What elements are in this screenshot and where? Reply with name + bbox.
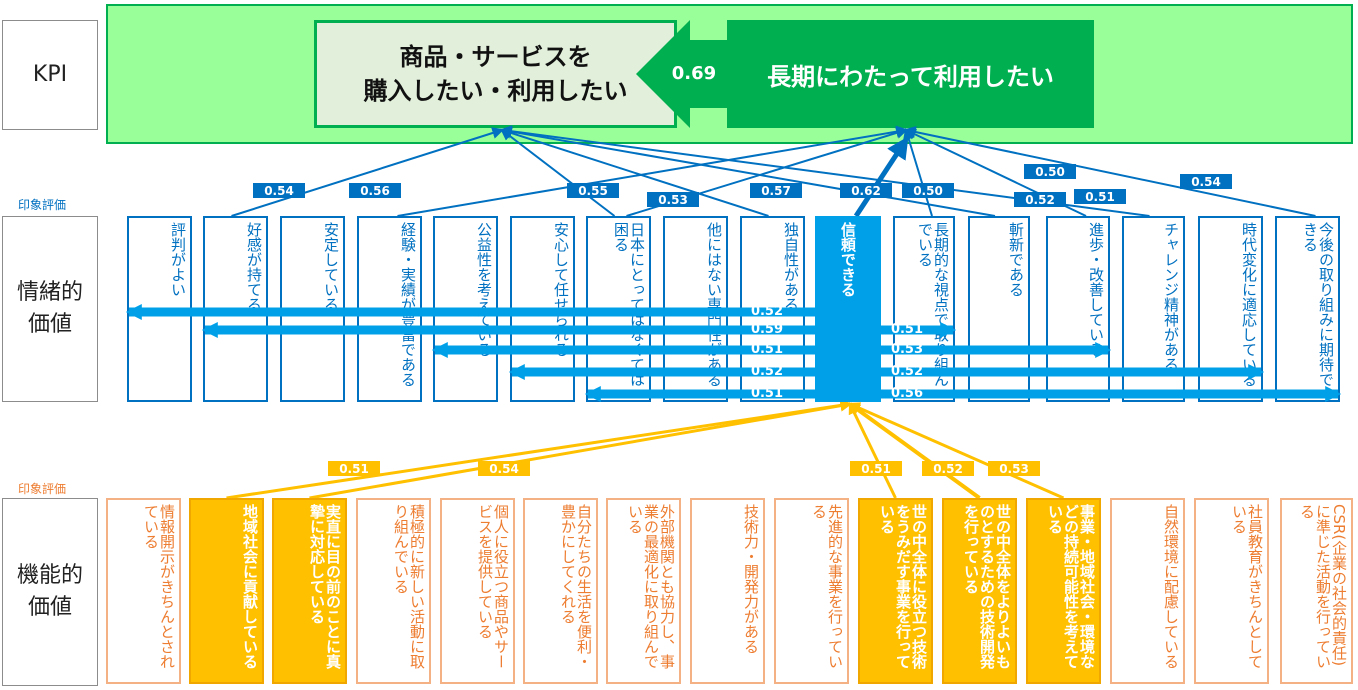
emotional-item-label: 公益性を考えている — [475, 222, 493, 357]
trust-link-value: 0.52 — [750, 363, 784, 379]
trust-link-value: 0.51 — [750, 385, 784, 401]
functional-item-label: 世の中全体に役立つ技術をうみだす事業を行っている — [878, 504, 928, 669]
trust-link-value: 0.51 — [750, 341, 784, 357]
emotional-item-label: 経験・実績が豊富である — [399, 222, 417, 387]
kpi-link-line — [499, 125, 996, 217]
functional-item: 先進的な事業を行っている — [774, 498, 849, 684]
emotional-item-label: 好感が持てる — [245, 222, 263, 312]
functional-item: 社員教育がきちんとしている — [1194, 498, 1269, 684]
trust-link-value: 0.59 — [750, 321, 784, 337]
functional-item: 情報開示がきちんとされている — [106, 498, 181, 684]
kpi-link-value: 0.56 — [349, 183, 401, 198]
trust-link-value: 0.56 — [890, 385, 924, 401]
functional-item: 世の中全体をよりよいものとするための技術開発を行っている — [942, 498, 1017, 684]
kpi-long-term-box: 長期にわたって利用したい — [727, 20, 1094, 128]
functional-link-value: 0.53 — [988, 461, 1040, 476]
kpi-link-value: 0.55 — [567, 183, 619, 198]
kpi-link-value: 0.54 — [1180, 174, 1232, 189]
trust-link-value: 0.53 — [890, 341, 924, 357]
functional-link-value: 0.51 — [850, 461, 902, 476]
emotional-item-label: 進歩・改善している — [1087, 222, 1105, 357]
impression-label-emotional: 印象評価 — [18, 198, 67, 212]
functional-item-label: 事業・地域社会・環境などの持続可能性を考えている — [1046, 504, 1096, 669]
kpi-link-value: 0.62 — [840, 183, 892, 198]
emotional-item-label: 斬新である — [1007, 222, 1025, 297]
kpi-link-value: 0.57 — [750, 183, 802, 198]
functional-item-label: 積極的に新しい活動に取り組んでいる — [392, 504, 426, 669]
row-label-functional: 機能的 価値 — [2, 498, 98, 686]
functional-item: 積極的に新しい活動に取り組んでいる — [356, 498, 431, 684]
emotional-item: 今後の取り組みに期待できる — [1275, 216, 1340, 402]
functional-link-value: 0.51 — [328, 461, 380, 476]
functional-item: 個人に役立つ商品やサービスを提供している — [440, 498, 515, 684]
kpi-arrow — [636, 20, 727, 128]
functional-link-line — [848, 401, 897, 499]
kpi-link-value: 0.51 — [1074, 189, 1126, 204]
kpi-purchase-box: 商品・サービスを 購入したい・利用したい — [314, 20, 677, 128]
kpi-link-value: 0.52 — [1014, 192, 1066, 207]
row-label-emotional: 情緒的 価値 — [2, 216, 98, 402]
kpi-link-line — [231, 127, 505, 217]
kpi-link-line — [903, 127, 933, 217]
kpi-link-line — [500, 128, 616, 217]
functional-link-line — [309, 399, 853, 500]
trust-link-value: 0.52 — [890, 363, 924, 379]
emotional-item-label: チャレンジ精神がある — [1162, 222, 1180, 372]
functional-link-line — [848, 402, 981, 500]
functional-item: 技術力・開発力がある — [690, 498, 765, 684]
functional-item: CSR(企業の社会的責任)に準じた活動を行っている — [1280, 498, 1353, 684]
functional-item: 地域社会に貢献している — [189, 498, 264, 684]
functional-item-label: 自分たちの生活を便利・豊かにしてくれる — [559, 504, 593, 669]
functional-item-label: 世の中全体をよりよいものとするための技術開発を行っている — [962, 504, 1012, 669]
functional-link-line — [226, 399, 853, 500]
emotional-item-label: 時代変化に適応している — [1240, 222, 1258, 387]
functional-item-label: 個人に役立つ商品やサービスを提供している — [476, 504, 510, 669]
kpi-link-value: 0.53 — [647, 192, 699, 207]
emotional-item-label: 安心して任せられる — [552, 222, 570, 357]
functional-link-value: 0.52 — [922, 461, 974, 476]
functional-item-label: 技術力・開発力がある — [742, 504, 760, 654]
functional-link-value: 0.54 — [478, 461, 530, 476]
functional-item-label: 自然環境に配慮している — [1162, 504, 1180, 669]
functional-item-label: 先進的な事業を行っている — [810, 504, 844, 669]
kpi-link-value: 0.50 — [1024, 164, 1076, 179]
functional-item-label: 実直に目の前のことに真摯に対応している — [308, 504, 342, 669]
functional-item-label: 外部機関とも協力し、事業の最適化に取り組んでいる — [626, 504, 676, 669]
impression-label-functional: 印象評価 — [18, 482, 67, 496]
kpi-link-line — [903, 126, 1316, 217]
kpi-link-value: 0.50 — [902, 183, 954, 198]
emotional-item-label: 今後の取り組みに期待できる — [1301, 222, 1335, 387]
emotional-item-label: 評判がよい — [169, 222, 187, 297]
functional-item-label: 地域社会に貢献している — [241, 504, 259, 669]
row-label-kpi: KPI — [2, 20, 98, 130]
trust-link-value: 0.52 — [750, 303, 784, 319]
functional-item: 外部機関とも協力し、事業の最適化に取り組んでいる — [606, 498, 681, 684]
kpi-link-line — [397, 125, 909, 217]
emotional-item-label: 安定している — [322, 222, 340, 312]
kpi-link-line — [499, 127, 769, 217]
functional-item: 自分たちの生活を便利・豊かにしてくれる — [523, 498, 598, 684]
kpi-link-value: 0.69 — [671, 62, 717, 84]
functional-item: 世の中全体に役立つ技術をうみだす事業を行っている — [858, 498, 933, 684]
functional-item: 事業・地域社会・環境などの持続可能性を考えている — [1026, 498, 1101, 684]
functional-item-label: CSR(企業の社会的責任)に準じた活動を行っている — [1298, 504, 1348, 669]
functional-item-label: 社員教育がきちんとしている — [1230, 504, 1264, 669]
functional-item: 実直に目の前のことに真摯に対応している — [272, 498, 347, 684]
kpi-link-value: 0.54 — [253, 183, 305, 198]
functional-item: 自然環境に配慮している — [1110, 498, 1185, 684]
trust-column-label: 信頼できる — [839, 221, 857, 297]
functional-link-line — [847, 402, 1065, 500]
trust-column — [815, 216, 881, 402]
kpi-link-line — [853, 136, 909, 218]
trust-link-value: 0.51 — [890, 321, 924, 337]
emotional-item-label: 独自性がある — [782, 222, 800, 312]
functional-item-label: 情報開示がきちんとされている — [142, 504, 176, 669]
